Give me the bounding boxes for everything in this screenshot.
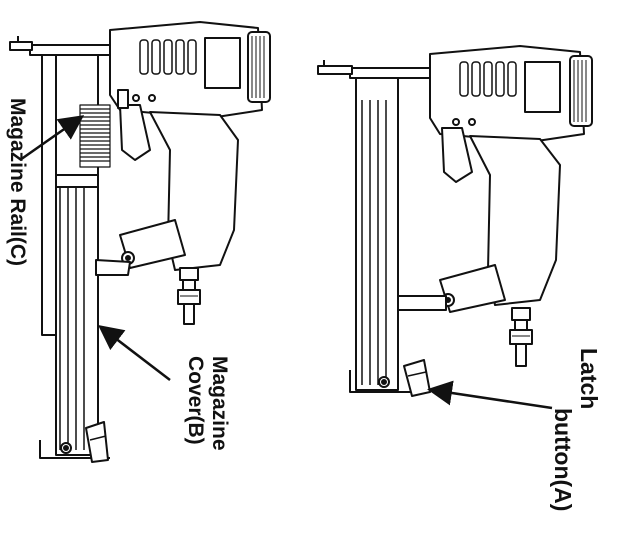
left-nail-strip [79, 104, 111, 168]
left-latch [85, 421, 109, 463]
right-top-plate [349, 67, 431, 79]
left-trigger [119, 104, 151, 161]
left-top-tip [9, 41, 33, 51]
right-magazine-body [355, 77, 399, 391]
right-nailer [317, 45, 593, 397]
left-end-cap [247, 31, 271, 103]
magazine-rail-label: Magazine Rail(C) [6, 98, 29, 267]
magazine-cover-label-line2: Cover(B) [184, 356, 207, 445]
latch-button-arrow [427, 380, 553, 410]
right-air-fitting [509, 307, 533, 367]
left-air-fitting [177, 267, 201, 325]
magazine-cover-label-line1: Magazine [208, 356, 231, 451]
latch-button-label-line2: button(A) [550, 408, 576, 512]
magazine-cover-arrow [98, 324, 171, 381]
magazine-rail-arrow [19, 115, 85, 162]
right-magazine-foot [349, 370, 420, 393]
left-magazine-rail [41, 54, 57, 336]
right-vents [459, 61, 517, 97]
right-trigger [441, 127, 473, 183]
right-handle [469, 135, 561, 306]
right-top-tip [317, 65, 353, 75]
right-end-cap [569, 55, 593, 127]
left-vents [139, 39, 197, 75]
left-magazine-foot [39, 440, 110, 459]
left-top-plate [29, 44, 111, 56]
right-latch-button [403, 359, 431, 397]
latch-button-label-line1: Latch [576, 348, 602, 410]
left-nailer [9, 21, 271, 463]
